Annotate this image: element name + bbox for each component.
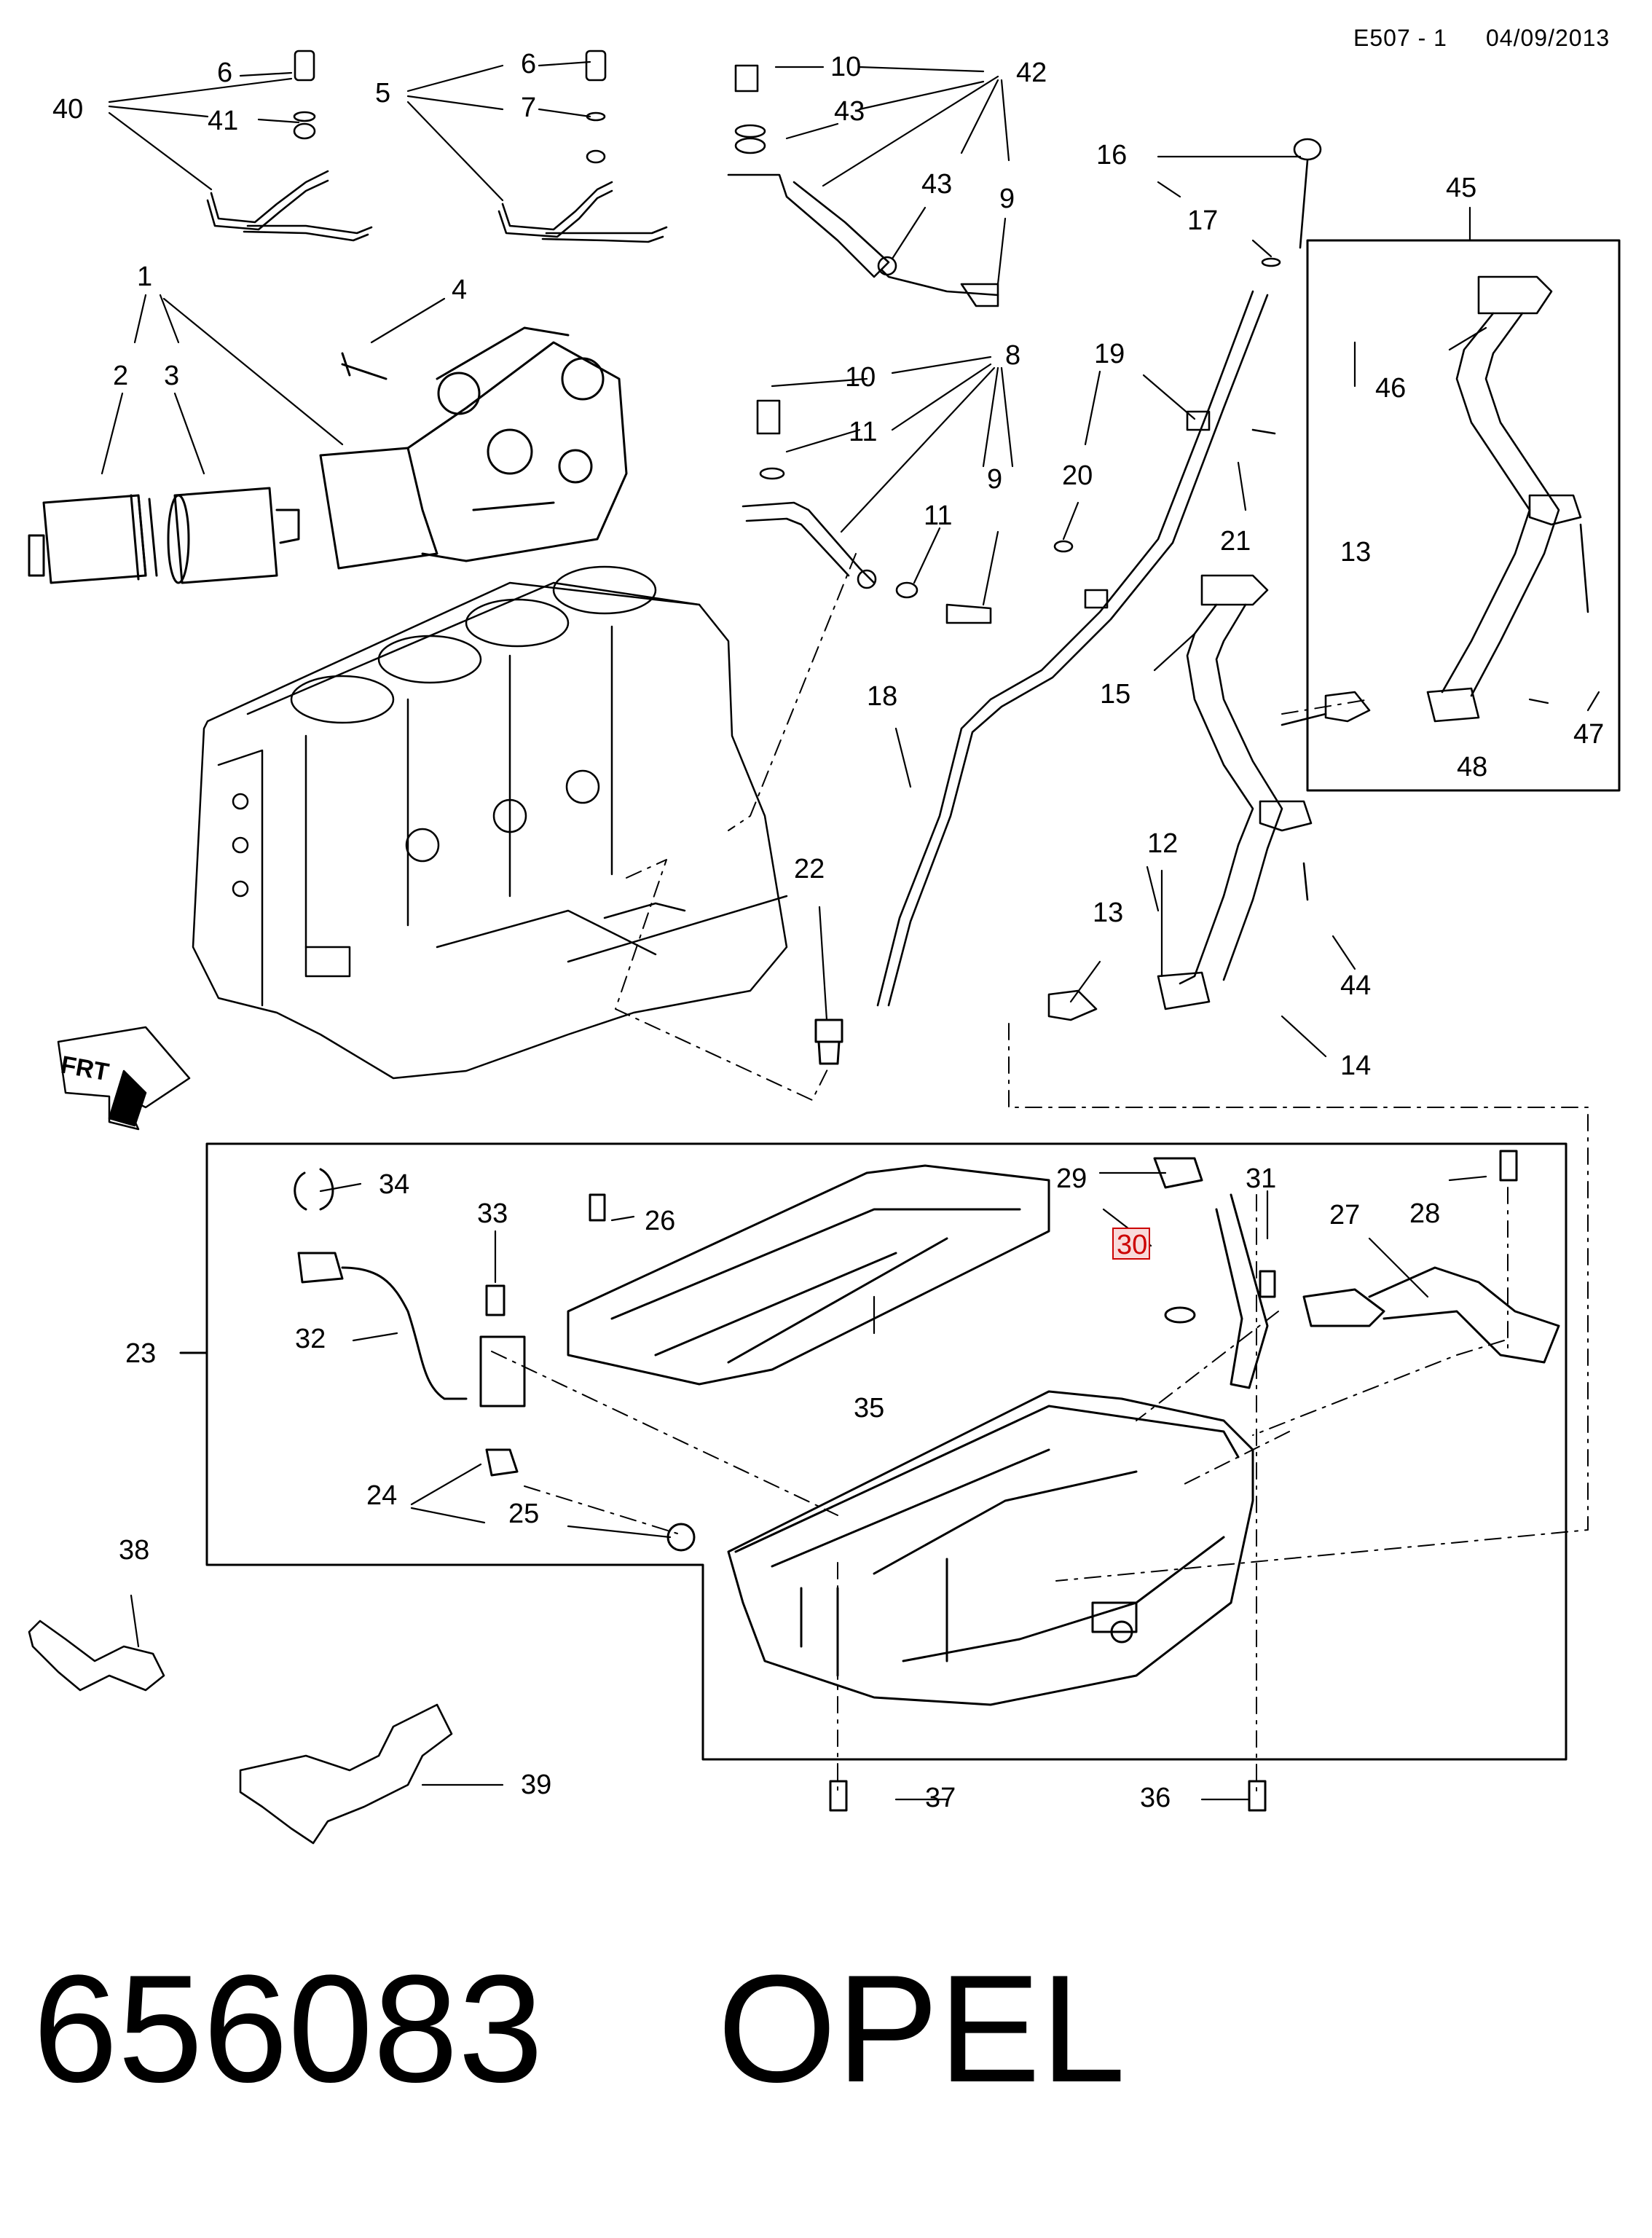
callout-43a: 43 — [834, 96, 865, 127]
callout-48: 48 — [1457, 752, 1487, 782]
callout-16: 16 — [1096, 140, 1127, 170]
callout-41: 41 — [208, 106, 238, 136]
callout-26: 26 — [645, 1206, 675, 1236]
turbo-oil-feed-pipe — [727, 64, 999, 307]
diagram-code: E507 - 1 — [1353, 25, 1447, 51]
callout-6a: 6 — [217, 58, 232, 88]
coolant-pipes — [206, 50, 668, 243]
callout-11b: 11 — [924, 500, 952, 531]
callout-12: 12 — [1147, 828, 1178, 859]
callout-46: 46 — [1375, 373, 1406, 404]
callout-25: 25 — [508, 1499, 539, 1529]
callout-5: 5 — [375, 78, 390, 109]
callout-32: 32 — [295, 1324, 326, 1354]
callout-47: 47 — [1573, 719, 1604, 750]
dashed-connectors — [491, 553, 1589, 1793]
callout-15: 15 — [1100, 679, 1130, 710]
callout-28: 28 — [1409, 1198, 1440, 1229]
oil-filter-housing — [28, 326, 628, 584]
callout-29: 29 — [1056, 1163, 1087, 1194]
callout-10a: 10 — [830, 52, 861, 82]
callout-13a: 13 — [1093, 898, 1123, 928]
callout-7: 7 — [521, 93, 536, 123]
callout-labels: 6 40 41 5 6 7 10 42 43 43 9 1 4 2 3 8 10… — [52, 49, 1604, 1813]
brackets — [28, 1619, 453, 1845]
callout-33: 33 — [477, 1198, 508, 1229]
callout-17: 17 — [1187, 205, 1218, 236]
callout-18: 18 — [867, 681, 897, 712]
callout-44: 44 — [1340, 970, 1371, 1001]
sump-assembly — [179, 1142, 1568, 1761]
callout-6b: 6 — [521, 49, 536, 79]
brand-name: OPEL — [717, 1943, 1126, 2114]
sump-drain-plug — [814, 1018, 843, 1065]
callout-31: 31 — [1246, 1163, 1276, 1194]
callout-1: 1 — [137, 262, 152, 292]
callout-2: 2 — [113, 361, 128, 391]
callout-24: 24 — [366, 1480, 397, 1511]
callout-34: 34 — [379, 1169, 409, 1200]
callout-35: 35 — [854, 1393, 884, 1424]
inset-return-pipe-variant — [1281, 239, 1621, 792]
callout-40: 40 — [52, 94, 83, 125]
callout-14: 14 — [1340, 1051, 1371, 1081]
callout-8: 8 — [1005, 340, 1020, 371]
callout-27: 27 — [1329, 1200, 1360, 1230]
callout-21: 21 — [1220, 526, 1251, 557]
callout-10b: 10 — [845, 362, 876, 393]
callout-45: 45 — [1446, 173, 1476, 203]
callout-23: 23 — [125, 1338, 156, 1369]
oil-feed-pipe-lower — [742, 399, 992, 624]
callout-4: 4 — [452, 275, 467, 305]
diagram-date: 04/09/2013 — [1486, 25, 1610, 51]
callout-11a: 11 — [849, 417, 877, 447]
leader-lines — [101, 60, 1600, 1801]
dipstick-tube — [876, 138, 1322, 1007]
callout-19: 19 — [1094, 339, 1125, 369]
oil-return-pipe — [1047, 574, 1313, 1021]
callout-37: 37 — [925, 1783, 956, 1813]
callout-38: 38 — [119, 1535, 149, 1566]
callout-43b: 43 — [921, 169, 952, 200]
front-direction-marker — [57, 1026, 191, 1131]
callout-9a: 9 — [999, 184, 1015, 214]
callout-20: 20 — [1062, 460, 1093, 491]
callout-22: 22 — [794, 854, 825, 884]
callout-13b: 13 — [1340, 537, 1371, 568]
callout-42: 42 — [1016, 58, 1047, 88]
part-number: 656083 — [33, 1943, 543, 2114]
sump-bolts — [829, 1780, 1267, 1812]
engine-block — [192, 565, 788, 1080]
callout-3: 3 — [164, 361, 179, 391]
callout-39: 39 — [521, 1770, 551, 1800]
callout-9b: 9 — [987, 464, 1002, 495]
callout-36: 36 — [1140, 1783, 1171, 1813]
callout-30-highlighted: 30 — [1117, 1230, 1147, 1260]
highlighted-part-30-box — [1112, 1228, 1150, 1260]
